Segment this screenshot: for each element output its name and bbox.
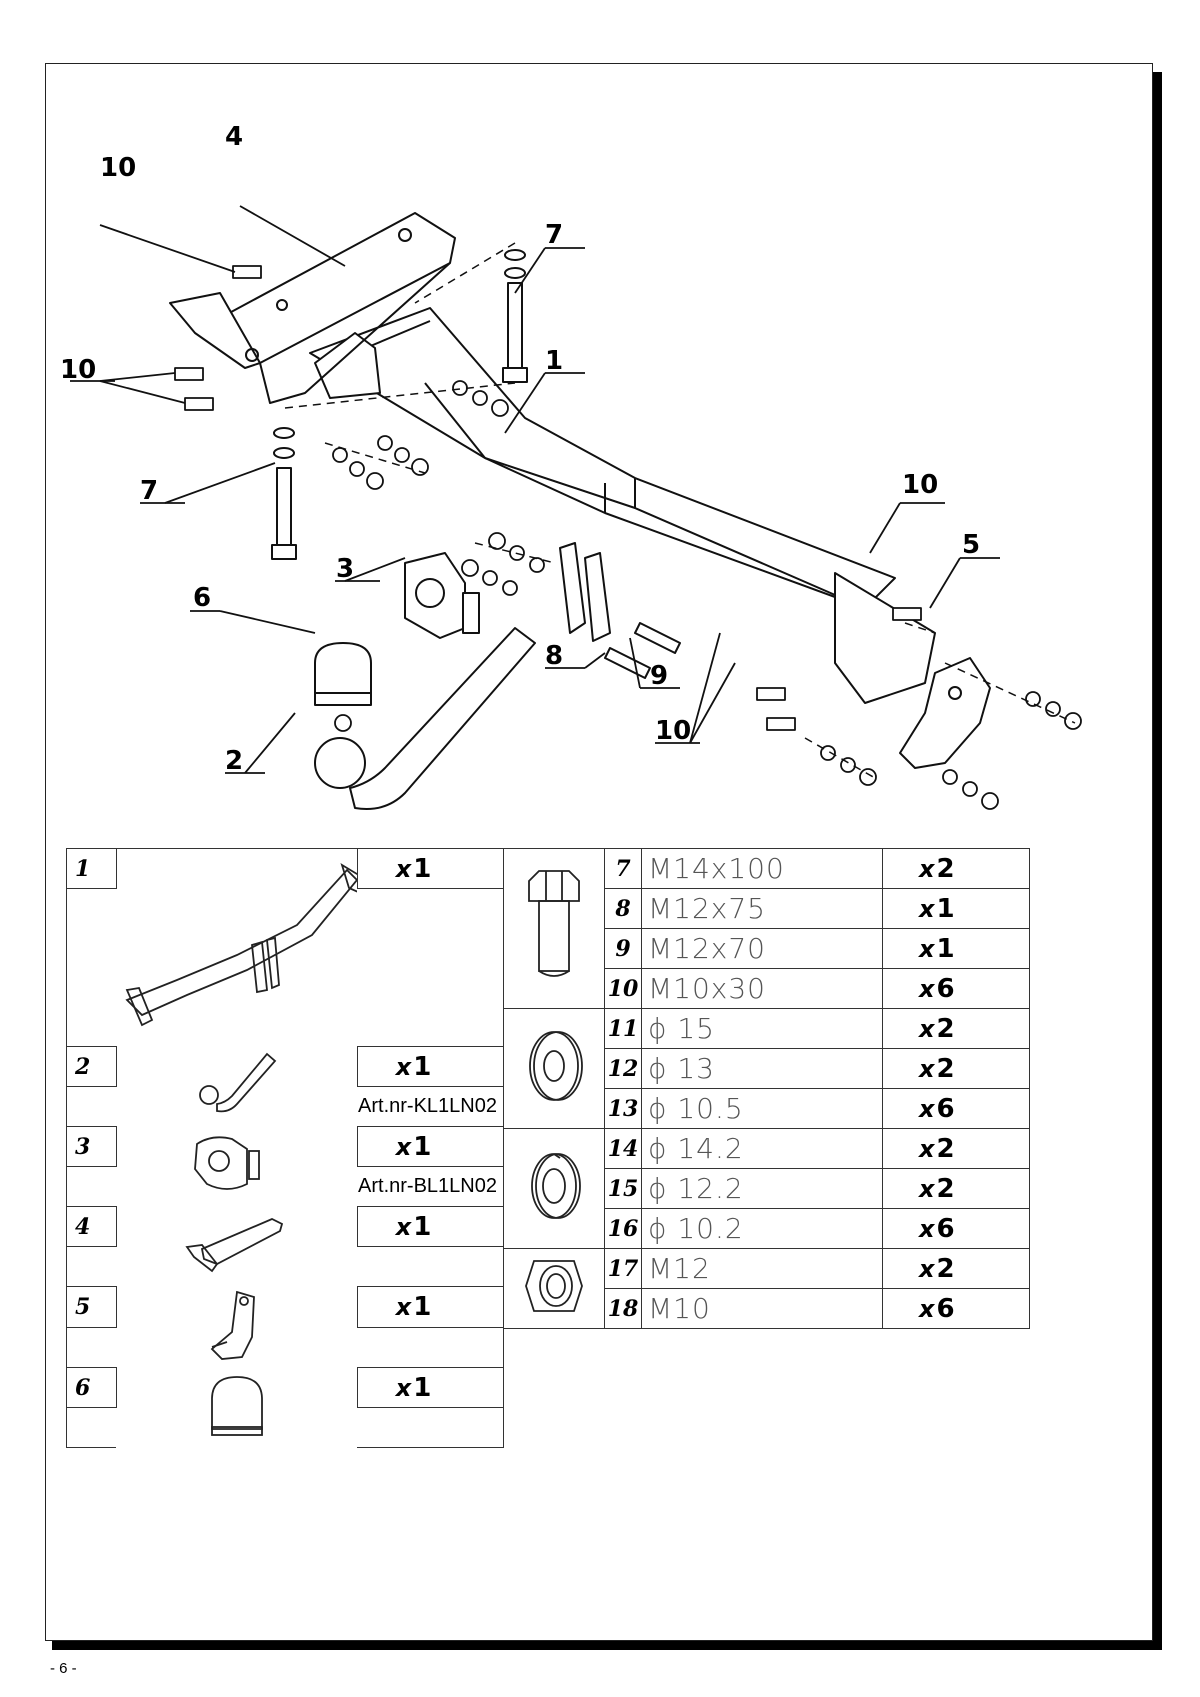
part-spec: M14x100 — [641, 848, 883, 889]
part-number: 12 — [604, 1048, 642, 1089]
part-number: 1 — [66, 848, 117, 889]
quantity: x2 — [882, 1168, 1030, 1209]
callout-10: 10 — [60, 355, 97, 385]
hardware-image-cell — [503, 848, 605, 1009]
tow-ball-neck-icon — [198, 1052, 277, 1113]
quantity: x1 — [882, 928, 1030, 969]
part-image-cell — [116, 1207, 357, 1287]
part-number: 11 — [604, 1008, 642, 1049]
part-number: 17 — [604, 1248, 642, 1289]
part-image-cell — [116, 848, 368, 1047]
quantity: x1 — [356, 1126, 505, 1167]
part-number: 3 — [66, 1126, 117, 1167]
bracket-5-part — [899, 657, 991, 769]
bolt-icon — [528, 870, 580, 977]
part-number: 16 — [604, 1208, 642, 1249]
quantity: x6 — [882, 1288, 1030, 1329]
callout-3: 3 — [336, 554, 355, 584]
part-number: 4 — [66, 1206, 117, 1247]
quantity: x2 — [882, 1048, 1030, 1089]
part-number: 14 — [604, 1128, 642, 1169]
quantity: x6 — [882, 1088, 1030, 1129]
ball-cover-part — [314, 642, 372, 706]
spring-washer-icon — [531, 1153, 581, 1219]
crossbar-part — [309, 307, 936, 704]
article-number: Art.nr-KL1LN02 — [357, 1086, 505, 1127]
part-number: 7 — [604, 848, 642, 889]
quantity: x1 — [356, 1206, 505, 1247]
part-number: 2 — [66, 1046, 117, 1087]
part-number: 18 — [604, 1288, 642, 1329]
part-spec: ϕ 10.2 — [641, 1208, 883, 1249]
hardware-image-cell — [503, 1008, 605, 1129]
parts-table-left: 1 x1 2 — [66, 848, 505, 1448]
part-number: 13 — [604, 1088, 642, 1129]
part-number: 9 — [604, 928, 642, 969]
callout-7: 7 — [140, 476, 159, 506]
part-spec: ϕ 14.2 — [641, 1128, 883, 1169]
bolt-7-parts — [271, 249, 528, 560]
part-spec: M12x70 — [641, 928, 883, 969]
callout-5: 5 — [962, 530, 981, 560]
part-spec: ϕ 15 — [641, 1008, 883, 1049]
part-image-cell — [116, 1368, 357, 1448]
part-spec: M12x75 — [641, 888, 883, 929]
part-spec: ϕ 12.2 — [641, 1168, 883, 1209]
part-image-cell — [116, 1047, 357, 1127]
quantity: x1 — [356, 1367, 505, 1408]
quantity: x2 — [882, 1008, 1030, 1049]
callout-8: 8 — [545, 641, 564, 671]
part-number: 10 — [604, 968, 642, 1009]
part-number: 8 — [604, 888, 642, 929]
bolt-10-parts — [174, 265, 922, 731]
quantity: x2 — [882, 1248, 1030, 1289]
quantity: x1 — [882, 888, 1030, 929]
part-number: 5 — [66, 1286, 117, 1328]
callout-1: 1 — [545, 346, 564, 376]
callout-6: 6 — [193, 583, 212, 613]
callout-9: 9 — [650, 661, 669, 691]
hex-nut-icon — [525, 1260, 583, 1312]
quantity: x2 — [882, 1128, 1030, 1169]
part-spec: M12 — [641, 1248, 883, 1289]
ball-cover-icon — [210, 1376, 263, 1436]
socket-plate-part — [404, 552, 480, 639]
nut-washer-parts — [332, 380, 1082, 810]
socket-plate-icon — [193, 1136, 260, 1190]
flat-washer-icon — [529, 1031, 583, 1101]
parts-table-right: 7 M14x100 x2 8 M12x75 x1 9 M12x70 x1 10 … — [503, 848, 1030, 1329]
right-bracket-icon — [210, 1290, 255, 1360]
callout-7: 7 — [545, 220, 564, 250]
hardware-image-cell — [503, 1128, 605, 1249]
part-image-cell — [116, 1287, 357, 1368]
callout-10: 10 — [100, 153, 137, 183]
part-spec: ϕ 10.5 — [641, 1088, 883, 1129]
part-spec: ϕ 13 — [641, 1048, 883, 1089]
towbar-crossbar-icon — [125, 863, 368, 1027]
page-number: - 6 - — [50, 1660, 77, 1677]
hardware-image-cell — [503, 1248, 605, 1329]
part-spec: M10 — [641, 1288, 883, 1329]
part-number: 6 — [66, 1367, 117, 1408]
callout-4: 4 — [225, 122, 244, 152]
part-image-cell — [116, 1127, 357, 1207]
callout-10: 10 — [655, 716, 692, 746]
part-number: 15 — [604, 1168, 642, 1209]
quantity: x1 — [356, 1286, 505, 1328]
quantity: x6 — [882, 968, 1030, 1009]
bolt-8-9-parts — [604, 622, 681, 679]
quantity: x1 — [356, 848, 505, 889]
quantity: x2 — [882, 848, 1030, 889]
article-number: Art.nr-BL1LN02 — [357, 1166, 505, 1207]
tow-ball-neck-part — [314, 627, 536, 810]
exploded-diagram — [70, 205, 1082, 810]
quantity: x6 — [882, 1208, 1030, 1249]
quantity: x1 — [356, 1046, 505, 1087]
left-bracket-icon — [185, 1218, 283, 1273]
part-spec: M10x30 — [641, 968, 883, 1009]
callout-10: 10 — [902, 470, 939, 500]
callout-2: 2 — [225, 746, 244, 776]
bracket-4-part — [169, 212, 456, 404]
